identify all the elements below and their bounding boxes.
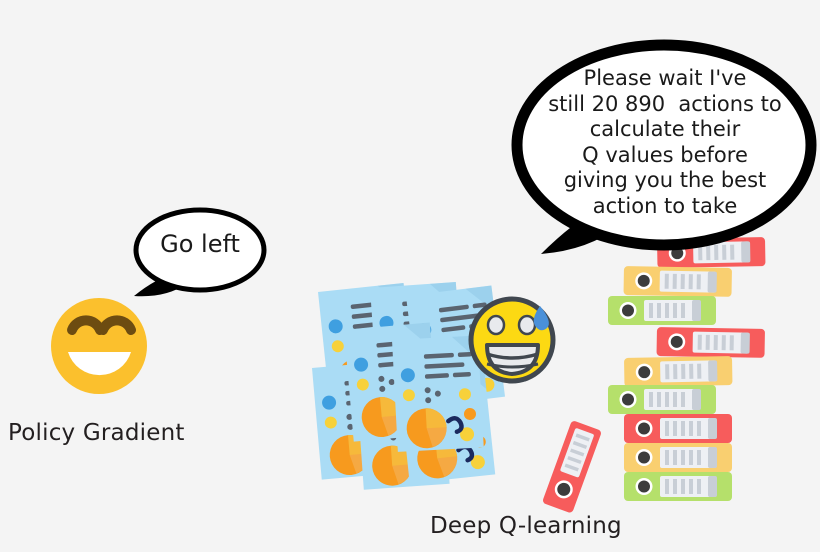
speech-bubble-small-text: Go left <box>160 230 240 258</box>
speech-bubble-large-text: Please wait I've still 20 890 actions to… <box>548 66 782 218</box>
caption-deep-q-learning: Deep Q-learning <box>430 513 622 539</box>
fallen-binder <box>543 421 601 513</box>
caption-policy-gradient: Policy Gradient <box>8 420 185 446</box>
